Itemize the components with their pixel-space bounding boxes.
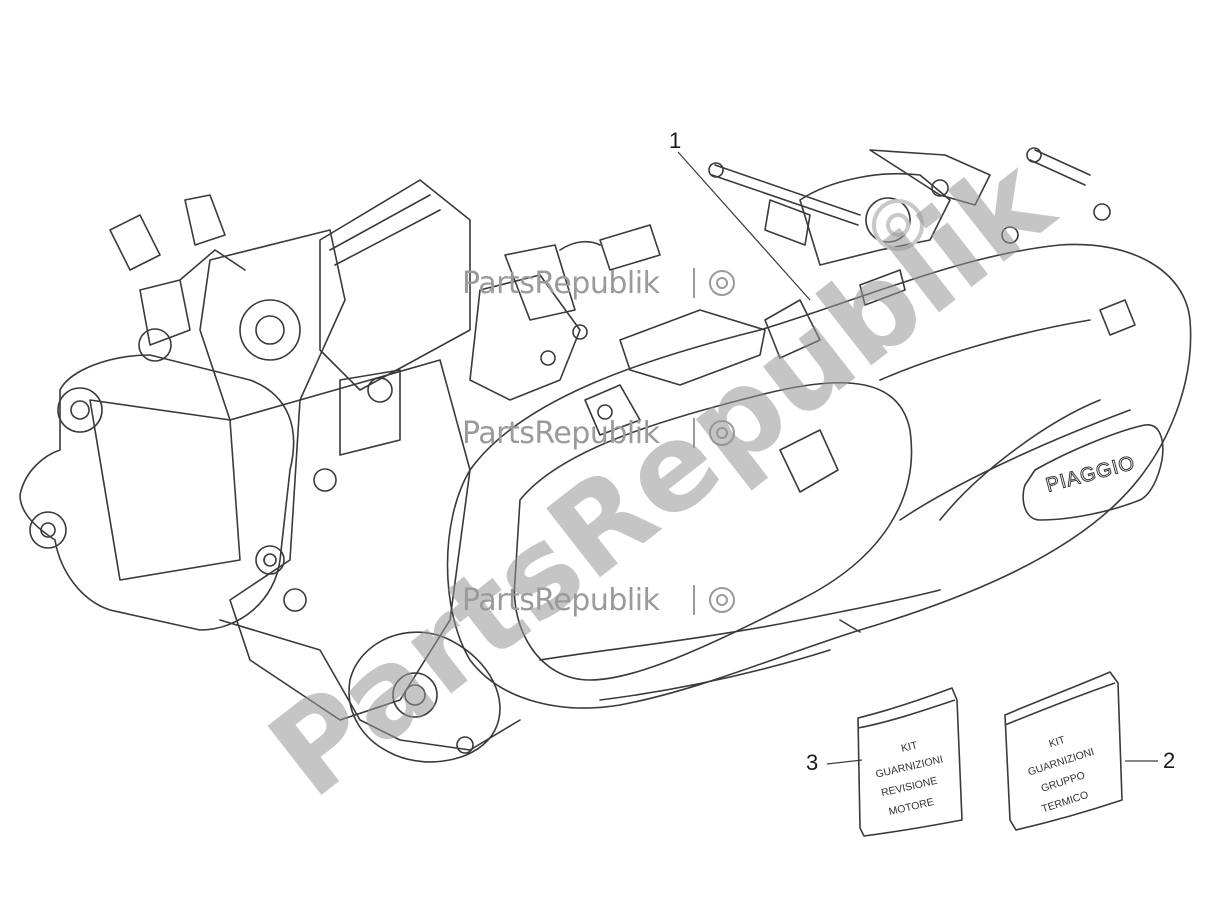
kit-right-line-2: GUARNIZIONI (1026, 746, 1095, 779)
transmission-casing (446, 243, 1192, 709)
kit-bag-right (1004, 671, 1123, 831)
leader-line-1 (677, 151, 811, 301)
crankcase (229, 359, 471, 721)
callout-3: 3 (806, 750, 819, 775)
kit-left-line-1: KIT (900, 739, 919, 754)
kit-label-left: KIT GUARNIZIONI REVISIONE MOTORE (874, 739, 944, 818)
kit-label-right: KIT GUARNIZIONI GRUPPO TERMICO (1026, 734, 1095, 816)
brand-plate (1022, 424, 1164, 521)
kit-right-line-1: KIT (1047, 734, 1067, 751)
axle-shaft (711, 164, 861, 226)
connector (599, 224, 661, 271)
leader-line-3 (826, 759, 863, 765)
gear-icon (709, 199, 924, 613)
swing-arm-mount (348, 631, 501, 763)
air-filter-box (319, 179, 471, 391)
watermark-text: PartsRepublik (462, 266, 660, 301)
watermark-text: PartsRepublik (462, 583, 660, 618)
callout-1: 1 (669, 128, 682, 153)
casing-inner-panel (513, 381, 913, 681)
callout-2: 2 (1163, 748, 1176, 773)
kit-left-line-4: MOTORE (888, 796, 935, 818)
kit-bag-left (857, 687, 963, 837)
watermark-text: PartsRepublik (462, 416, 660, 451)
cylinder-head-cover (19, 354, 295, 631)
